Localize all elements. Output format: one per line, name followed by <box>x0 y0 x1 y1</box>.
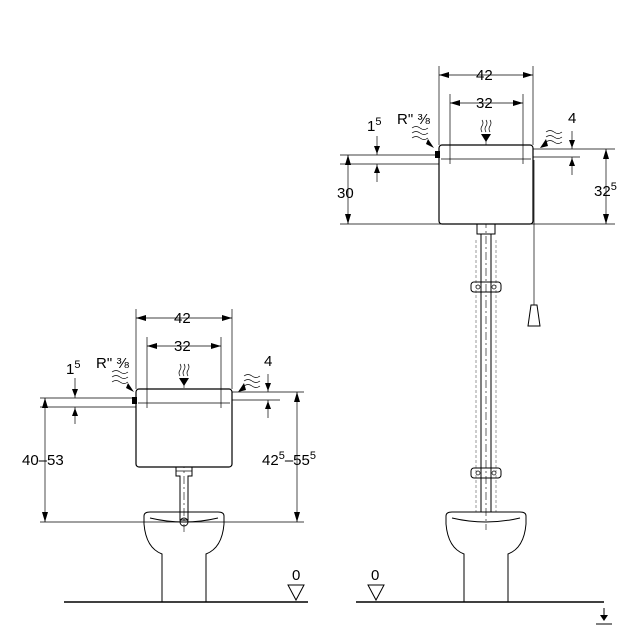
inlet-offset-label: 15 <box>367 116 381 135</box>
low-level-cistern <box>40 309 304 602</box>
high-level-cistern <box>340 66 615 602</box>
water-outlet-icon <box>238 374 261 392</box>
floor-level-label-right: 0 <box>371 567 379 584</box>
flow-down-icon <box>480 119 492 142</box>
cistern-tank <box>438 144 534 225</box>
thread-label: R" ⅜ <box>397 111 430 128</box>
floor-level-icon <box>287 584 305 602</box>
total-range-label: 425–555 <box>262 450 316 469</box>
water-inlet-icon <box>411 126 434 148</box>
height-range-label: 40–53 <box>22 452 64 469</box>
top-offset-label: 4 <box>264 353 272 370</box>
floor-level-label-left: 0 <box>292 567 300 584</box>
width-outer-label: 42 <box>476 67 493 84</box>
floor-level-icon <box>367 584 385 602</box>
inlet-offset-label: 15 <box>66 359 80 378</box>
flow-down-icon <box>178 363 190 386</box>
toilet-bowl-icon <box>445 511 527 602</box>
water-inlet-icon <box>111 370 134 392</box>
width-outer-label: 42 <box>174 310 191 327</box>
cistern-tank <box>135 388 233 468</box>
floor-marker-icon <box>596 608 612 625</box>
width-inner-label: 32 <box>174 338 191 355</box>
thread-label: R" ⅜ <box>96 355 129 372</box>
pull-handle-icon <box>527 304 541 327</box>
total-height-label: 325 <box>594 181 617 200</box>
width-inner-label: 32 <box>476 95 493 112</box>
water-outlet-icon <box>540 130 563 148</box>
tank-height-label: 30 <box>337 185 354 202</box>
top-offset-label: 4 <box>568 110 576 127</box>
